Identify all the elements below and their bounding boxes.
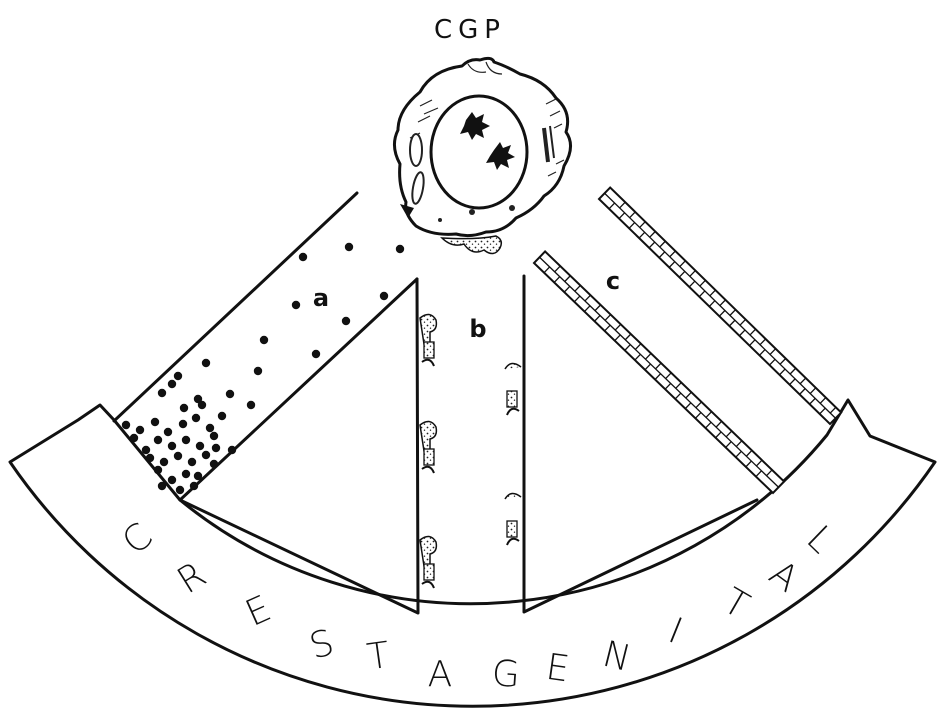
channel-b-cells — [420, 314, 521, 588]
migrating-cell-dot — [168, 442, 176, 450]
migrating-cell-dot — [142, 446, 150, 454]
ridge-letter: T — [365, 635, 392, 679]
migrating-cell-dot — [194, 472, 202, 480]
migrating-cell-dot — [292, 301, 300, 309]
migrating-cell-dot — [380, 292, 388, 300]
migrating-cell-dot — [206, 424, 214, 432]
migrating-cell-dot — [160, 458, 168, 466]
cgp-title: CGP — [434, 15, 506, 45]
ridge-letter: C — [115, 515, 161, 563]
adherent-cell — [420, 536, 436, 588]
migrating-cell-dot — [210, 432, 218, 440]
migrating-cell-dot — [180, 404, 188, 412]
channel-c-brick-walls — [534, 188, 841, 493]
migrating-cell-dot — [174, 372, 182, 380]
migrating-cell-dot — [154, 466, 162, 474]
migrating-cell-dot — [342, 317, 350, 325]
ridge-letter: T — [716, 581, 756, 628]
pathway-label-a: a — [313, 284, 329, 312]
adherent-cell — [505, 363, 521, 415]
channel-a — [114, 193, 417, 500]
migrating-cell-dot — [174, 452, 182, 460]
migrating-cell-dot — [136, 426, 144, 434]
migrating-cell-dot — [130, 434, 138, 442]
migrating-cell-dot — [151, 418, 159, 426]
migrating-cell-dot — [158, 482, 166, 490]
pathway-label-b: b — [469, 315, 486, 343]
ridge-letter: E — [543, 647, 571, 691]
ridge-letter: A — [428, 654, 453, 695]
migrating-cell-dot — [226, 390, 234, 398]
migrating-cell-dot — [146, 454, 154, 462]
migrating-cell-dot — [210, 460, 218, 468]
ridge-letter: N — [599, 634, 635, 680]
migrating-cell-dot — [182, 436, 190, 444]
migrating-cell-dot — [396, 245, 404, 253]
migrating-cell-dot — [164, 428, 172, 436]
migrating-cell-dot — [188, 458, 196, 466]
ridge-letter: G — [490, 653, 521, 696]
migrating-cell-dot — [254, 367, 262, 375]
migrating-cell-dot — [190, 482, 198, 490]
migrating-cell-dot — [192, 414, 200, 422]
migrating-cell-dot — [218, 412, 226, 420]
migrating-cell-dot — [228, 446, 236, 454]
migrating-cell-dot — [198, 401, 206, 409]
migrating-cell-dot — [182, 470, 190, 478]
ridge-letter: I — [663, 610, 688, 652]
ridge-letter: L — [799, 518, 842, 561]
migrating-cell-dot — [202, 451, 210, 459]
migrating-cell-dot — [122, 421, 130, 429]
adherent-cell — [420, 421, 436, 473]
ridge-letter: R — [170, 554, 213, 602]
migrating-cell-dot — [202, 359, 210, 367]
migrating-cell-dot — [260, 336, 268, 344]
migrating-cell-dot — [168, 380, 176, 388]
adherent-cell — [420, 314, 436, 366]
migrating-cell-dot — [247, 401, 255, 409]
migrating-cell-dot — [154, 436, 162, 444]
ridge-letter: E — [240, 588, 277, 635]
primordial-germ-cell — [394, 58, 570, 253]
migrating-cell-dot — [176, 486, 184, 494]
adherent-cell — [505, 493, 521, 545]
migrating-cell-dot — [179, 420, 187, 428]
migrating-cell-dot — [212, 444, 220, 452]
ridge-letter: S — [305, 622, 338, 668]
ridge-letter: A — [762, 553, 806, 601]
migrating-cell-dot — [345, 243, 353, 251]
migrating-cell-dot — [158, 389, 166, 397]
pathway-label-c: c — [606, 267, 620, 295]
migrating-cell-dot — [168, 476, 176, 484]
migrating-cell-dot — [196, 442, 204, 450]
migrating-cell-dot — [312, 350, 320, 358]
migrating-cell-dot — [299, 253, 307, 261]
